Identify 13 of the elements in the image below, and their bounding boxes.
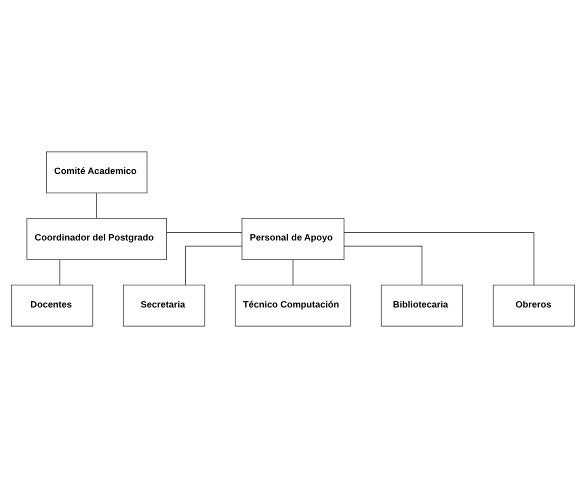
node-box: Secretaria (122, 284, 206, 326)
node-box: Obreros (492, 284, 576, 326)
connector (344, 232, 534, 285)
node-box: Docentes (10, 284, 94, 326)
connector (292, 258, 294, 285)
node-box: Personal de Apoyo (242, 218, 344, 260)
node-box: Técnico Computación (234, 284, 352, 326)
node-box: Coordinador del Postgrado (26, 218, 167, 260)
connector (185, 245, 242, 285)
connector (344, 245, 422, 285)
node-box: Bibliotecaria (380, 284, 464, 326)
node-box: Comité Academico (46, 150, 148, 193)
connector (96, 192, 98, 218)
